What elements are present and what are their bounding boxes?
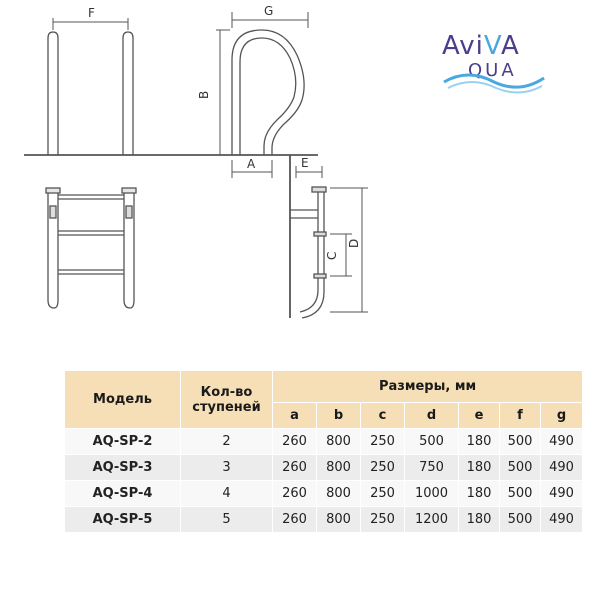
brand-logo: AviVA QUA xyxy=(442,31,545,94)
dim-label-e: E xyxy=(301,156,309,170)
dim-label-g: G xyxy=(264,4,273,18)
value-cell: 800 xyxy=(316,506,361,533)
value-cell: 500 xyxy=(499,506,541,533)
value-cell: 490 xyxy=(539,454,584,481)
value-cell: 260 xyxy=(272,454,317,481)
model-cell: AQ-SP-2 xyxy=(64,428,181,455)
value-cell: 180 xyxy=(458,428,500,455)
value-cell: 490 xyxy=(539,506,584,533)
value-cell: 180 xyxy=(458,454,500,481)
table-row: AQ-SP-5 5 260 800 250 1200 180 500 490 xyxy=(64,506,584,533)
value-cell: 500 xyxy=(404,428,459,455)
value-cell: 750 xyxy=(404,454,459,481)
value-cell: 1200 xyxy=(404,506,459,533)
steps-cell: 3 xyxy=(180,454,273,481)
steps-cell: 4 xyxy=(180,480,273,507)
dim-label-c: C xyxy=(325,252,339,260)
header-dim-f: f xyxy=(499,402,541,429)
value-cell: 260 xyxy=(272,428,317,455)
svg-text:QUA: QUA xyxy=(468,60,517,81)
value-cell: 250 xyxy=(360,454,405,481)
header-model: Модель xyxy=(64,370,181,429)
value-cell: 490 xyxy=(539,480,584,507)
dim-label-f: F xyxy=(88,6,95,20)
header-dim-e: e xyxy=(458,402,500,429)
dim-label-a: A xyxy=(247,157,256,171)
value-cell: 180 xyxy=(458,506,500,533)
steps-cell: 2 xyxy=(180,428,273,455)
table-row: AQ-SP-3 3 260 800 250 750 180 500 490 xyxy=(64,454,584,481)
steps-cell: 5 xyxy=(180,506,273,533)
logo-text: AviVA QUA xyxy=(442,31,520,81)
table-row: AQ-SP-2 2 260 800 250 500 180 500 490 xyxy=(64,428,584,455)
header-dim-c: c xyxy=(360,402,405,429)
model-cell: AQ-SP-5 xyxy=(64,506,181,533)
value-cell: 500 xyxy=(499,428,541,455)
value-cell: 250 xyxy=(360,428,405,455)
value-cell: 800 xyxy=(316,428,361,455)
value-cell: 800 xyxy=(316,454,361,481)
header-steps: Кол-во ступеней xyxy=(180,370,273,429)
value-cell: 800 xyxy=(316,480,361,507)
header-dimensions: Размеры, мм xyxy=(271,370,584,403)
value-cell: 490 xyxy=(539,428,584,455)
value-cell: 250 xyxy=(360,480,405,507)
model-cell: AQ-SP-4 xyxy=(64,480,181,507)
value-cell: 500 xyxy=(499,454,541,481)
header-dim-d: d xyxy=(404,402,459,429)
value-cell: 180 xyxy=(458,480,500,507)
header-dim-a: a xyxy=(272,402,317,429)
dim-label-b: B xyxy=(197,91,211,99)
ladder-technical-drawing: F G B A E C D xyxy=(24,4,368,319)
table-row: AQ-SP-4 4 260 800 250 1000 180 500 490 xyxy=(64,480,584,507)
value-cell: 1000 xyxy=(404,480,459,507)
header-dim-b: b xyxy=(316,402,361,429)
value-cell: 250 xyxy=(360,506,405,533)
value-cell: 260 xyxy=(272,480,317,507)
model-cell: AQ-SP-3 xyxy=(64,454,181,481)
header-dim-g: g xyxy=(539,402,584,429)
dimensions-table: Модель Кол-во ступеней Размеры, мм a b c… xyxy=(64,370,584,533)
svg-text:AviVA: AviVA xyxy=(442,31,520,61)
value-cell: 500 xyxy=(499,480,541,507)
value-cell: 260 xyxy=(272,506,317,533)
dim-label-d: D xyxy=(347,239,361,248)
